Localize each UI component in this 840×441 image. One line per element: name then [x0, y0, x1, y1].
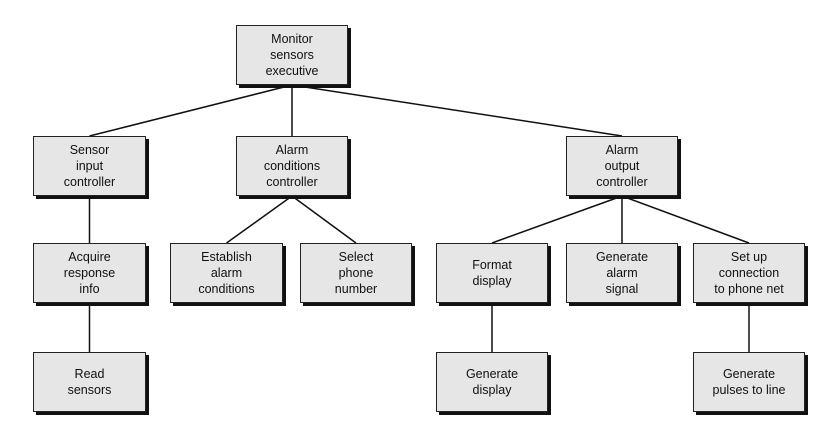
node-sensor-input-controller: Sensor input controller	[33, 136, 146, 196]
node-label: Set up connection to phone net	[714, 250, 784, 296]
node-label: Generate pulses to line	[712, 367, 786, 397]
node-acquire-response-info: Acquire response info	[33, 243, 146, 303]
node-label: Establish alarm conditions	[198, 250, 255, 296]
edge-alarm_output-to-format_display	[491, 195, 623, 244]
edge-monitor-to-sensor_input	[89, 84, 293, 137]
edge-alarm_output-to-setup_connection	[621, 195, 750, 244]
node-label: Generate alarm signal	[595, 250, 649, 296]
edge-monitor-to-alarm_output	[291, 84, 623, 137]
node-label: Read sensors	[67, 367, 112, 397]
node-label: Monitor sensors executive	[265, 32, 319, 78]
edge-alarm_conditions-to-select_phone	[291, 195, 357, 244]
node-generate-pulses-to-line: Generate pulses to line	[693, 352, 805, 412]
node-alarm-conditions-controller: Alarm conditions controller	[236, 136, 348, 196]
node-label: Format display	[472, 258, 512, 288]
node-generate-alarm-signal: Generate alarm signal	[566, 243, 678, 303]
node-set-up-connection-to-phone-net: Set up connection to phone net	[693, 243, 805, 303]
node-establish-alarm-conditions: Establish alarm conditions	[170, 243, 283, 303]
node-label: Acquire response info	[63, 250, 116, 296]
node-read-sensors: Read sensors	[33, 352, 146, 412]
node-monitor-sensors-executive: Monitor sensors executive	[236, 25, 348, 85]
edge-alarm_conditions-to-establish_alarm	[226, 195, 293, 244]
node-label: Alarm conditions controller	[263, 143, 321, 189]
node-select-phone-number: Select phone number	[300, 243, 412, 303]
node-label: Alarm output controller	[596, 143, 648, 189]
node-generate-display: Generate display	[436, 352, 548, 412]
node-label: Generate display	[465, 367, 519, 397]
node-alarm-output-controller: Alarm output controller	[566, 136, 678, 196]
node-label: Select phone number	[334, 250, 378, 296]
node-label: Sensor input controller	[63, 143, 116, 189]
node-format-display: Format display	[436, 243, 548, 303]
